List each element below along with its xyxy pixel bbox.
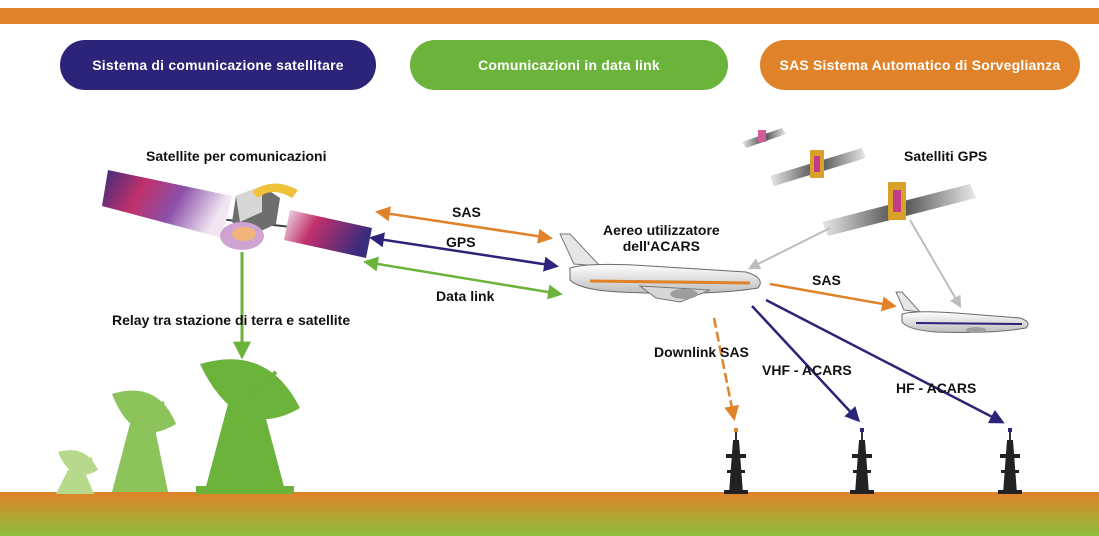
- sas-aircraft-arrow: [769, 282, 897, 312]
- legend-datalink: Comunicazioni in data link: [410, 40, 728, 90]
- legend-satcom: Sistema di comunicazione satellitare: [60, 40, 376, 90]
- satellite-dish-icon: [196, 359, 300, 494]
- label-downlink-sas: Downlink SAS: [654, 344, 749, 360]
- gps-satellite-icon: [770, 148, 866, 186]
- ground-antenna-icon: [998, 428, 1022, 494]
- label-sas-aircraft: SAS: [812, 272, 841, 288]
- top-band: [0, 8, 1099, 24]
- satellite-dish-icon: [112, 390, 176, 492]
- vhf-acars-arrow: [751, 305, 861, 423]
- label-hf-acars: HF - ACARS: [896, 380, 977, 396]
- label-aircraft: Aereo utilizzatore dell'ACARS: [603, 222, 720, 255]
- label-datalink: Data link: [436, 288, 495, 304]
- airliner-icon: [559, 233, 761, 303]
- ground-antenna-icon: [850, 428, 874, 494]
- legend-sas: SAS Sistema Automatico di Sorveglianza: [760, 40, 1080, 90]
- ground-antenna-icon: [724, 428, 748, 494]
- gps-signal-arrow: [747, 227, 831, 270]
- gps-signal-arrow: [909, 219, 962, 309]
- downlink-sas-arrow: [712, 317, 740, 421]
- airliner-icon: [895, 291, 1029, 333]
- label-sas-link: SAS: [452, 204, 481, 220]
- label-gps-link: GPS: [446, 234, 476, 250]
- hf-acars-arrow: [765, 298, 1005, 424]
- label-communication-satellite: Satellite per comunicazioni: [146, 148, 327, 164]
- label-gps-satellites: Satelliti GPS: [904, 148, 988, 164]
- satellite-dish-icon: [56, 450, 98, 494]
- gps-satellite-icon: [742, 128, 786, 148]
- gps-satellite-icon: [822, 182, 976, 236]
- label-vhf-acars: VHF - ACARS: [762, 362, 852, 378]
- communication-satellite-icon: [102, 170, 372, 258]
- datalink-arrow: [363, 256, 563, 300]
- ground: [0, 492, 1099, 536]
- label-relay: Relay tra stazione di terra e satellite: [112, 312, 351, 328]
